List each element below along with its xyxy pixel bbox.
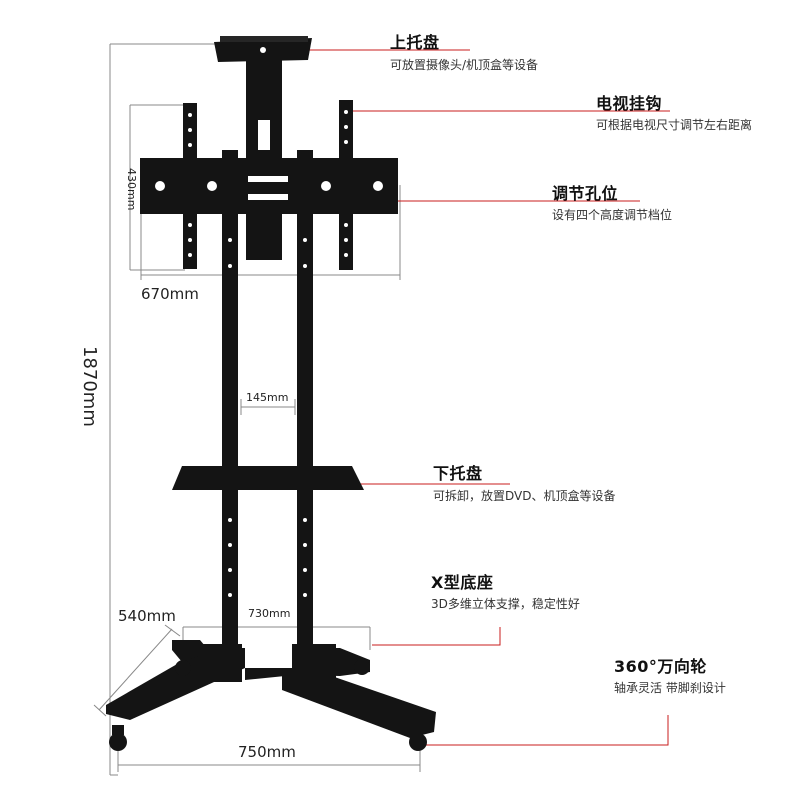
bracket-details xyxy=(155,47,383,597)
base-inner-label: 730mm xyxy=(248,607,291,620)
base-depth-label: 540mm xyxy=(118,607,176,625)
lower-tray-title: 下托盘 xyxy=(433,464,483,483)
tv-hook-desc: 可根据电视尺寸调节左右距离 xyxy=(596,118,753,132)
right-pole xyxy=(297,150,313,670)
wheel-back-right xyxy=(354,659,370,675)
tv-hook-title: 电视挂钩 xyxy=(596,94,663,113)
wheel-title: 360°万向轮 xyxy=(614,657,707,676)
base-width-label: 750mm xyxy=(238,743,296,761)
left-pole xyxy=(222,150,238,670)
wheel-back-left xyxy=(175,660,191,676)
wheel-desc: 轴承灵活 带脚刹设计 xyxy=(614,681,726,695)
top-tray-desc: 可放置摄像头/机顶盒等设备 xyxy=(390,58,539,72)
bracket-height-label: 430mm xyxy=(125,168,138,211)
top-tray-title: 上托盘 xyxy=(390,33,440,52)
bracket-width-label: 670mm xyxy=(141,285,199,303)
wheel-front-right xyxy=(409,733,427,751)
x-base-title: X型底座 xyxy=(431,573,494,592)
horizontal-bracket xyxy=(140,158,398,214)
right-hook xyxy=(339,100,353,270)
wheel-front-left xyxy=(109,733,127,751)
lower-tray xyxy=(172,466,364,490)
adjust-holes-title: 调节孔位 xyxy=(552,184,619,203)
x-base-desc: 3D多维立体支撑，稳定性好 xyxy=(431,597,580,611)
pole-gap-label: 145mm xyxy=(246,391,289,404)
leader-lines xyxy=(306,49,670,746)
total-height-label: 1870mm xyxy=(79,346,100,427)
adjust-holes-desc: 设有四个高度调节档位 xyxy=(552,208,673,222)
left-hook xyxy=(183,103,197,269)
tv-stand xyxy=(106,36,436,751)
lower-tray-desc: 可拆卸，放置DVD、机顶盒等设备 xyxy=(433,489,616,503)
